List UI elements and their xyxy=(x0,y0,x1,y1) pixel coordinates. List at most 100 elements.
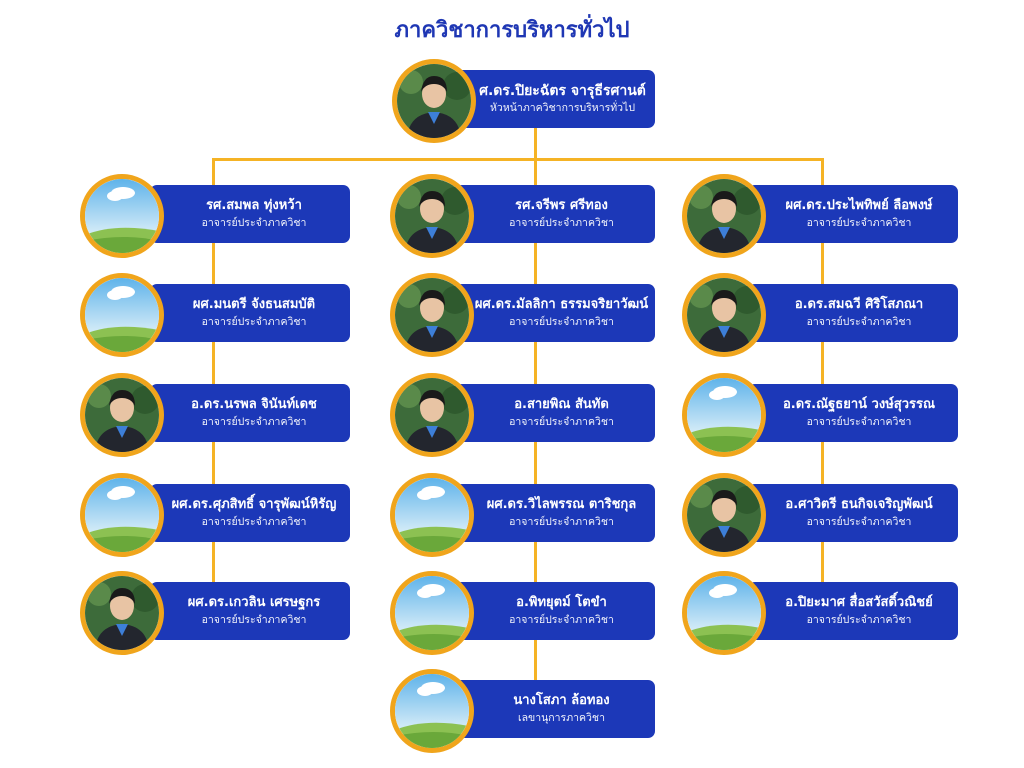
person-card-right-4: อ.ปิยะมาศ สื่อสวัสดิ์วณิชย์อาจารย์ประจำภ… xyxy=(682,571,958,655)
connector-head xyxy=(534,128,537,160)
card-background xyxy=(455,582,655,640)
card-background xyxy=(150,284,350,342)
page-title: ภาควิชาการบริหารทั่วไป xyxy=(394,18,630,43)
card-background xyxy=(455,384,655,442)
person-photo xyxy=(390,373,474,457)
card-text: อ.ดร.ณัฐธยาน์ วงษ์สุวรรณอาจารย์ประจำภาคว… xyxy=(766,384,952,442)
person-name: อ.ศาวิตรี ธนกิจเจริญพัฒน์ xyxy=(785,497,933,512)
card-background xyxy=(455,680,655,738)
card-text: อ.ศาวิตรี ธนกิจเจริญพัฒน์อาจารย์ประจำภาค… xyxy=(766,484,952,542)
card-text: ผศ.ดร.ประไพทิพย์ ลือพงษ์อาจารย์ประจำภาคว… xyxy=(766,185,952,243)
person-name: ผศ.ดร.ศุภสิทธิ์ จารุพัฒน์หิรัญ xyxy=(171,497,337,512)
placeholder-image-icon xyxy=(682,373,766,457)
card-text: อ.ปิยะมาศ สื่อสวัสดิ์วณิชย์อาจารย์ประจำภ… xyxy=(766,582,952,640)
person-card-right-0: ผศ.ดร.ประไพทิพย์ ลือพงษ์อาจารย์ประจำภาคว… xyxy=(682,174,958,258)
card-text: ผศ.มนตรี จังธนสมบัติอาจารย์ประจำภาควิชา xyxy=(164,284,344,342)
person-role: อาจารย์ประจำภาควิชา xyxy=(509,316,614,328)
card-text: ผศ.ดร.เกวลิน เศรษฐกรอาจารย์ประจำภาควิชา xyxy=(164,582,344,640)
card-text: อ.ดร.สมฉวี ศิริโสภณาอาจารย์ประจำภาควิชา xyxy=(766,284,952,342)
card-background xyxy=(748,582,958,640)
card-background xyxy=(748,284,958,342)
person-card-head: ศ.ดร.ปิยะฉัตร จารุธีรศานต์หัวหน้าภาควิชา… xyxy=(392,59,655,143)
person-card-left-3: ผศ.ดร.ศุภสิทธิ์ จารุพัฒน์หิรัญอาจารย์ประ… xyxy=(80,473,350,557)
person-photo xyxy=(390,273,474,357)
connector-branch xyxy=(212,158,824,161)
person-card-left-1: ผศ.มนตรี จังธนสมบัติอาจารย์ประจำภาควิชา xyxy=(80,273,350,357)
person-photo xyxy=(80,571,164,655)
placeholder-image-icon xyxy=(390,571,474,655)
person-card-right-2: อ.ดร.ณัฐธยาน์ วงษ์สุวรรณอาจารย์ประจำภาคว… xyxy=(682,373,958,457)
card-background xyxy=(748,384,958,442)
person-card-middle-3: ผศ.ดร.วิไลพรรณ ตาริชกุลอาจารย์ประจำภาควิ… xyxy=(390,473,655,557)
card-background xyxy=(150,384,350,442)
person-role: อาจารย์ประจำภาควิชา xyxy=(509,217,614,229)
person-name: ผศ.มนตรี จังธนสมบัติ xyxy=(192,297,316,312)
person-role: อาจารย์ประจำภาควิชา xyxy=(201,516,307,528)
card-background xyxy=(455,484,655,542)
person-role: อาจารย์ประจำภาควิชา xyxy=(201,316,307,328)
person-role: อาจารย์ประจำภาควิชา xyxy=(509,516,614,528)
person-card-left-0: รศ.สมพล ทุ่งหว้าอาจารย์ประจำภาควิชา xyxy=(80,174,350,258)
card-text: ศ.ดร.ปิยะฉัตร จารุธีรศานต์หัวหน้าภาควิชา… xyxy=(476,70,649,128)
person-role: อาจารย์ประจำภาควิชา xyxy=(201,416,307,428)
card-text: ผศ.ดร.วิไลพรรณ ตาริชกุลอาจารย์ประจำภาควิ… xyxy=(474,484,649,542)
person-role: อาจารย์ประจำภาควิชา xyxy=(201,217,307,229)
person-card-middle-5: นางโสภา ล้อทองเลขานุการภาควิชา xyxy=(390,669,655,753)
person-name: ศ.ดร.ปิยะฉัตร จารุธีรศานต์ xyxy=(479,83,646,99)
placeholder-image-icon xyxy=(390,669,474,753)
card-text: รศ.สมพล ทุ่งหว้าอาจารย์ประจำภาควิชา xyxy=(164,185,344,243)
card-text: ผศ.ดร.ศุภสิทธิ์ จารุพัฒน์หิรัญอาจารย์ประ… xyxy=(164,484,344,542)
person-name: อ.ดร.สมฉวี ศิริโสภณา xyxy=(794,297,924,312)
person-name: รศ.สมพล ทุ่งหว้า xyxy=(206,198,302,213)
person-role: อาจารย์ประจำภาควิชา xyxy=(201,614,307,626)
person-name: อ.ปิยะมาศ สื่อสวัสดิ์วณิชย์ xyxy=(785,595,933,610)
person-role: อาจารย์ประจำภาควิชา xyxy=(509,614,614,626)
placeholder-image-icon xyxy=(682,571,766,655)
person-card-right-1: อ.ดร.สมฉวี ศิริโสภณาอาจารย์ประจำภาควิชา xyxy=(682,273,958,357)
person-name: นางโสภา ล้อทอง xyxy=(513,693,610,708)
card-text: รศ.จรีพร ศรีทองอาจารย์ประจำภาควิชา xyxy=(474,185,649,243)
person-name: อ.พิทยุตม์ โตขำ xyxy=(516,595,607,610)
person-photo xyxy=(390,174,474,258)
person-role: เลขานุการภาควิชา xyxy=(518,712,605,724)
person-photo xyxy=(80,373,164,457)
card-background xyxy=(455,185,655,243)
person-role: อาจารย์ประจำภาควิชา xyxy=(806,316,912,328)
card-background xyxy=(150,484,350,542)
placeholder-image-icon xyxy=(80,174,164,258)
person-name: รศ.จรีพร ศรีทอง xyxy=(515,198,608,213)
person-name: ผศ.ดร.วิไลพรรณ ตาริชกุล xyxy=(486,497,637,512)
person-photo xyxy=(682,473,766,557)
person-name: อ.สายพิณ สันทัด xyxy=(514,397,609,412)
card-background xyxy=(150,582,350,640)
person-photo xyxy=(392,59,476,143)
person-card-left-4: ผศ.ดร.เกวลิน เศรษฐกรอาจารย์ประจำภาควิชา xyxy=(80,571,350,655)
card-text: อ.ดร.นรพล จินันท์เดชอาจารย์ประจำภาควิชา xyxy=(164,384,344,442)
card-background xyxy=(748,185,958,243)
person-role: อาจารย์ประจำภาควิชา xyxy=(509,416,614,428)
person-role: หัวหน้าภาควิชาการบริหารทั่วไป xyxy=(490,102,635,114)
card-background xyxy=(748,484,958,542)
person-role: อาจารย์ประจำภาควิชา xyxy=(806,416,912,428)
person-role: อาจารย์ประจำภาควิชา xyxy=(806,217,912,229)
placeholder-image-icon xyxy=(80,273,164,357)
person-name: อ.ดร.ณัฐธยาน์ วงษ์สุวรรณ xyxy=(782,397,936,412)
person-name: ผศ.ดร.ประไพทิพย์ ลือพงษ์ xyxy=(785,198,933,213)
placeholder-image-icon xyxy=(80,473,164,557)
person-name: อ.ดร.นรพล จินันท์เดช xyxy=(191,397,317,412)
card-text: ผศ.ดร.มัลลิกา ธรรมจริยาวัฒน์อาจารย์ประจำ… xyxy=(474,284,649,342)
person-photo xyxy=(682,174,766,258)
person-role: อาจารย์ประจำภาควิชา xyxy=(806,516,912,528)
card-text: อ.สายพิณ สันทัดอาจารย์ประจำภาควิชา xyxy=(474,384,649,442)
person-card-right-3: อ.ศาวิตรี ธนกิจเจริญพัฒน์อาจารย์ประจำภาค… xyxy=(682,473,958,557)
placeholder-image-icon xyxy=(390,473,474,557)
card-text: อ.พิทยุตม์ โตขำอาจารย์ประจำภาควิชา xyxy=(474,582,649,640)
person-role: อาจารย์ประจำภาควิชา xyxy=(806,614,912,626)
person-name: ผศ.ดร.มัลลิกา ธรรมจริยาวัฒน์ xyxy=(474,297,649,312)
card-background xyxy=(150,185,350,243)
card-text: นางโสภา ล้อทองเลขานุการภาควิชา xyxy=(474,680,649,738)
person-card-middle-0: รศ.จรีพร ศรีทองอาจารย์ประจำภาควิชา xyxy=(390,174,655,258)
person-photo xyxy=(682,273,766,357)
person-card-middle-2: อ.สายพิณ สันทัดอาจารย์ประจำภาควิชา xyxy=(390,373,655,457)
person-card-middle-4: อ.พิทยุตม์ โตขำอาจารย์ประจำภาควิชา xyxy=(390,571,655,655)
